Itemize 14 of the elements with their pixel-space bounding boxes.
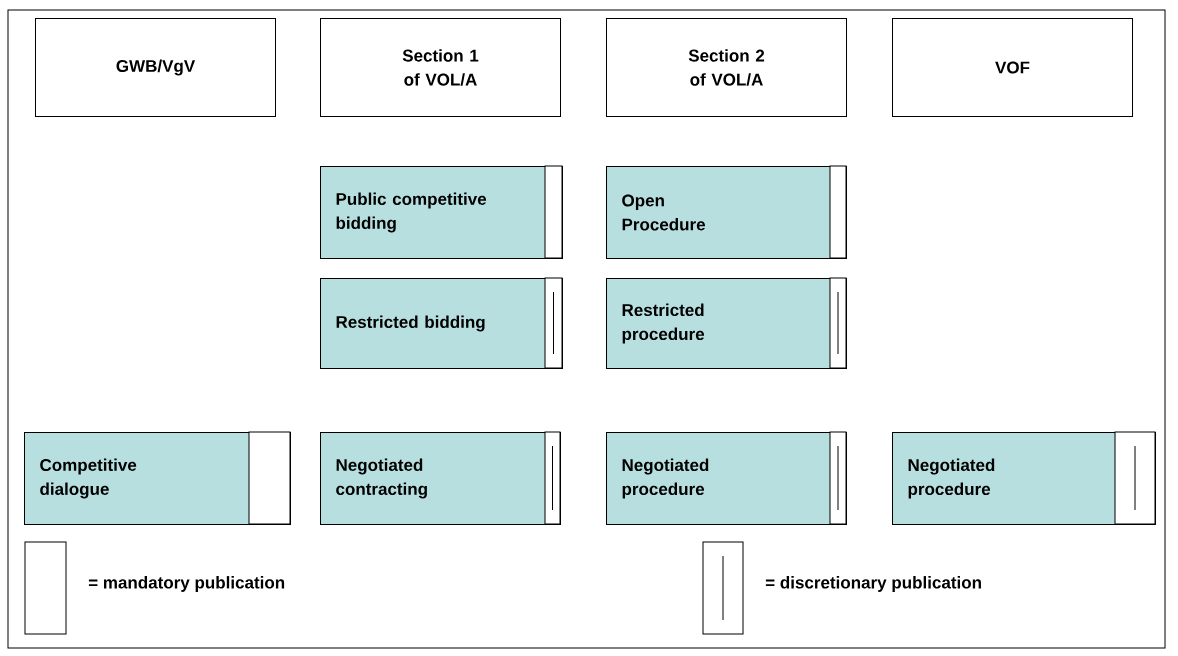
procedure-box: Open Procedure (606, 165, 847, 259)
procedure-box: Negotiated procedure (892, 431, 1156, 525)
header-box: Section 1 of VOL/A (320, 18, 561, 117)
legend-text: = discretionary publication (765, 576, 981, 592)
header-box: Section 2 of VOL/A (606, 18, 847, 117)
header-box: VOF (892, 18, 1133, 117)
procedure-box: Public competitive bidding (320, 165, 563, 259)
header-box: GWB/VgV (35, 18, 276, 117)
procedure-box: Negotiated contracting (320, 431, 561, 525)
procedure-box: Restricted procedure (606, 277, 847, 369)
procedure-box: Competitive dialogue (24, 431, 291, 525)
legend-text: = mandatory publication (88, 576, 285, 592)
procedure-box: Restricted bidding (320, 277, 563, 369)
procedure-box: Negotiated procedure (606, 431, 847, 525)
